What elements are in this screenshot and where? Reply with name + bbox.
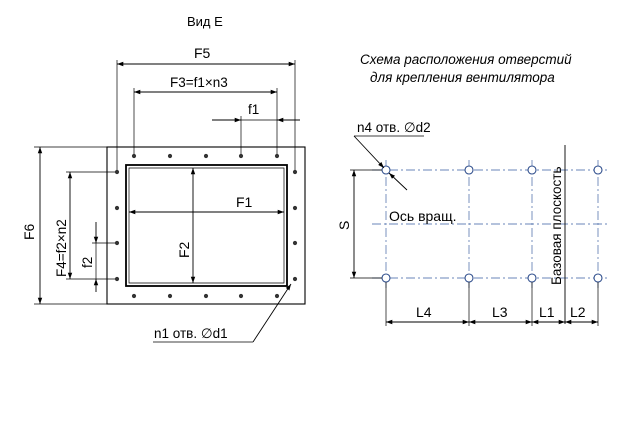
dim-F1: F1 (236, 194, 253, 210)
dim-F6: F6 (21, 223, 37, 240)
schema-title-line2: для крепления вентилятора (370, 70, 555, 85)
dim-f1: f1 (248, 102, 259, 117)
dim-F3: F3=f1×n3 (170, 75, 228, 90)
fan-holes-label: n4 отв. ∅d2 (357, 120, 431, 135)
flange-opening (125, 164, 288, 287)
schema-title-line1: Схема расположения отверстий (360, 52, 572, 67)
dim-L3: L3 (492, 304, 508, 320)
dim-F5: F5 (194, 45, 211, 61)
base-plane-label: Базовая плоскость (549, 167, 564, 285)
dim-L4: L4 (416, 304, 432, 320)
dim-L2: L2 (570, 304, 586, 320)
flange-outline (106, 146, 306, 305)
flange-opening-inner-edge (128, 167, 285, 284)
dim-F2: F2 (176, 241, 192, 258)
flange-holes-label: n1 отв. ∅d1 (154, 326, 228, 341)
fan-scheme: n4 отв. ∅d2 S Ось вращ. Базовая плоскост… (336, 120, 608, 326)
view-title: Вид Е (187, 14, 223, 29)
flange-holes (114, 153, 298, 299)
flange-drawing: F5 F3=f1×n3 f1 F1 F2 F6 F4=f2×n2 f2 (21, 45, 306, 343)
dim-F4: F4=f2×n2 (54, 219, 69, 277)
dim-S: S (336, 221, 352, 230)
dim-f2: f2 (80, 257, 95, 268)
dim-L1: L1 (539, 304, 555, 320)
rotation-axis-label: Ось вращ. (389, 208, 457, 224)
